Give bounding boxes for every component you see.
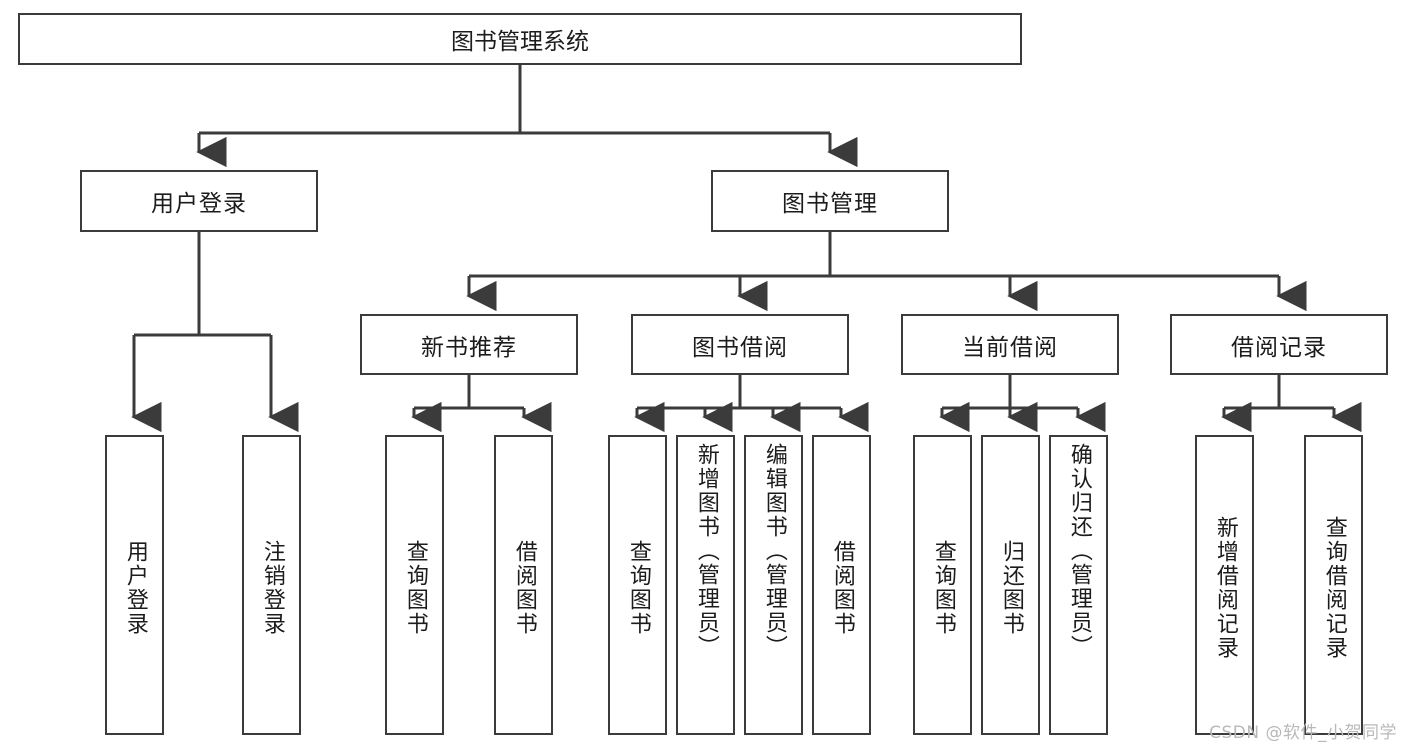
leaf-logout[interactable]: 注销登录 bbox=[242, 435, 301, 735]
node-user-login-label: 用户登录 bbox=[151, 191, 247, 217]
leaf-confirm-return-label: 确认归还（管理员） bbox=[1066, 443, 1092, 659]
leaf-borrow-book-2[interactable]: 借阅图书 bbox=[812, 435, 871, 735]
node-user-login[interactable]: 用户登录 bbox=[80, 170, 318, 232]
node-book-manage[interactable]: 图书管理 bbox=[711, 170, 949, 232]
leaf-query-book-2[interactable]: 查询图书 bbox=[608, 435, 667, 735]
node-root[interactable]: 图书管理系统 bbox=[18, 13, 1022, 65]
leaf-add-book-label: 新增图书（管理员） bbox=[693, 443, 719, 659]
leaf-query-book-1-label: 查询图书 bbox=[402, 540, 428, 636]
leaf-edit-book[interactable]: 编辑图书（管理员） bbox=[744, 435, 803, 735]
leaf-query-book-2-label: 查询图书 bbox=[625, 540, 651, 636]
leaf-query-book-1[interactable]: 查询图书 bbox=[385, 435, 444, 735]
leaf-query-record-label: 查询借阅记录 bbox=[1321, 516, 1347, 660]
leaf-borrow-book-1[interactable]: 借阅图书 bbox=[494, 435, 553, 735]
leaf-confirm-return[interactable]: 确认归还（管理员） bbox=[1049, 435, 1108, 735]
node-current-borrow-label: 当前借阅 bbox=[962, 334, 1058, 361]
leaf-user-login[interactable]: 用户登录 bbox=[105, 435, 164, 735]
leaf-add-record-label: 新增借阅记录 bbox=[1212, 516, 1238, 660]
node-current-borrow[interactable]: 当前借阅 bbox=[901, 314, 1119, 375]
leaf-return-book[interactable]: 归还图书 bbox=[981, 435, 1040, 735]
leaf-user-login-label: 用户登录 bbox=[122, 540, 148, 636]
leaf-query-book-3[interactable]: 查询图书 bbox=[913, 435, 972, 735]
leaf-add-book[interactable]: 新增图书（管理员） bbox=[676, 435, 735, 735]
leaf-edit-book-label: 编辑图书（管理员） bbox=[761, 443, 787, 659]
leaf-borrow-book-1-label: 借阅图书 bbox=[511, 540, 537, 636]
node-borrow-record[interactable]: 借阅记录 bbox=[1170, 314, 1388, 375]
node-new-book-rec-label: 新书推荐 bbox=[421, 334, 517, 361]
leaf-return-book-label: 归还图书 bbox=[998, 540, 1024, 636]
leaf-add-record[interactable]: 新增借阅记录 bbox=[1195, 435, 1254, 735]
node-book-borrow[interactable]: 图书借阅 bbox=[631, 314, 849, 375]
leaf-borrow-book-2-label: 借阅图书 bbox=[829, 540, 855, 636]
node-borrow-record-label: 借阅记录 bbox=[1231, 334, 1327, 361]
node-new-book-rec[interactable]: 新书推荐 bbox=[360, 314, 578, 375]
node-book-borrow-label: 图书借阅 bbox=[692, 334, 788, 361]
leaf-query-book-3-label: 查询图书 bbox=[930, 540, 956, 636]
leaf-query-record[interactable]: 查询借阅记录 bbox=[1304, 435, 1363, 735]
node-book-manage-label: 图书管理 bbox=[782, 191, 878, 217]
node-root-label: 图书管理系统 bbox=[451, 29, 589, 55]
leaf-logout-label: 注销登录 bbox=[259, 540, 285, 636]
